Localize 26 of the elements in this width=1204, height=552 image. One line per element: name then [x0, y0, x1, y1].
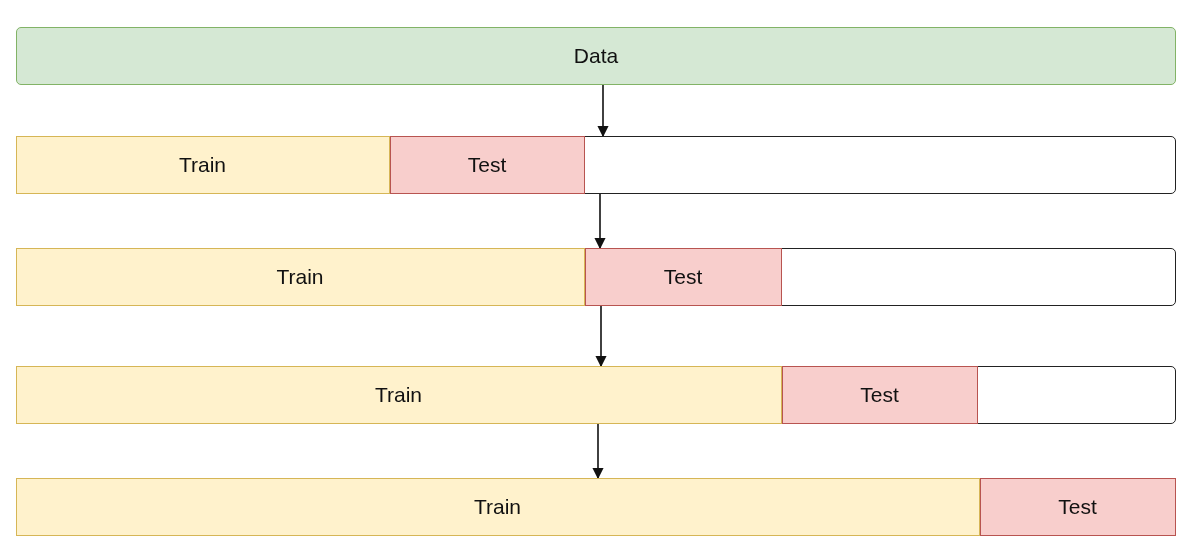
- test-segment: [389, 135, 585, 194]
- data-bar: [16, 27, 1176, 85]
- bar-label: Data: [573, 44, 619, 68]
- train-segment: [15, 135, 390, 194]
- train-segment: [15, 477, 980, 536]
- row-bar: [16, 366, 1176, 424]
- bar-label: Test: [1058, 494, 1097, 519]
- arrow: [595, 305, 607, 368]
- bar-label: Train: [276, 264, 324, 289]
- bar-label: Test: [860, 382, 899, 407]
- bar-label: Train: [374, 382, 423, 407]
- train-segment: [15, 365, 782, 424]
- arrow: [592, 423, 604, 480]
- test-segment: [979, 477, 1176, 536]
- test-segment: [584, 247, 782, 306]
- bar-label: Test: [467, 152, 507, 177]
- row-bar: [16, 478, 1176, 536]
- arrow: [594, 193, 606, 250]
- train-segment: [15, 247, 585, 306]
- bar-label: Train: [473, 494, 522, 519]
- row-bar: [16, 248, 1176, 306]
- row-bar: [16, 136, 1176, 194]
- test-segment: [781, 365, 978, 424]
- bar-label: Train: [178, 152, 227, 177]
- bar-label: Test: [663, 264, 703, 289]
- arrow: [597, 84, 609, 138]
